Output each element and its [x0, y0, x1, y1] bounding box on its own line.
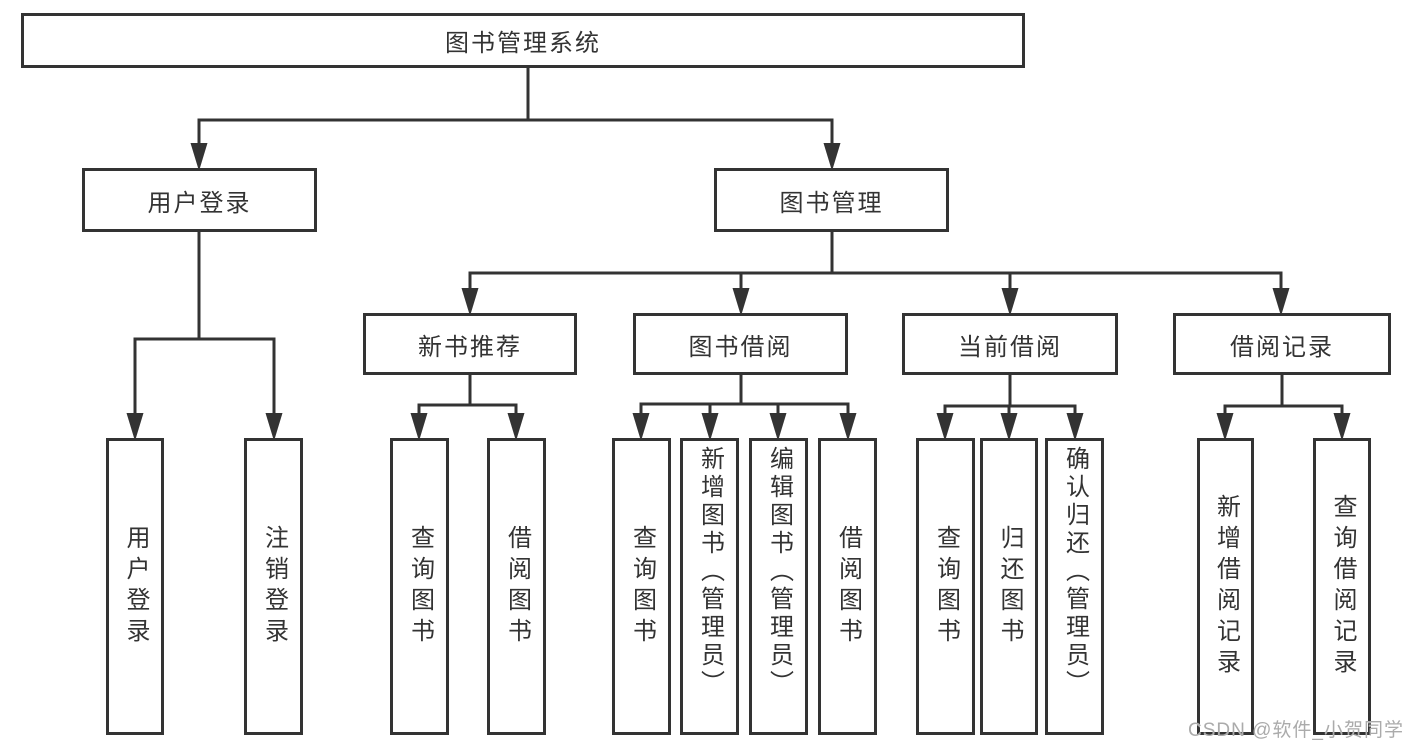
node-user-login: 用户登录 [82, 168, 317, 232]
leaf-edit-book-admin-label: 编辑图书（管理员） [765, 446, 793, 698]
leaf-add-borrow-record: 新增借阅记录 [1197, 438, 1254, 735]
leaf-query-books-recommend: 查询图书 [390, 438, 449, 735]
leaf-borrow-books-borrow-label: 借阅图书 [834, 524, 862, 649]
node-current-borrow-label: 当前借阅 [958, 333, 1062, 361]
node-new-book-recommend: 新书推荐 [363, 313, 577, 375]
leaf-borrow-books-recommend-label: 借阅图书 [503, 524, 531, 649]
node-borrow-records: 借阅记录 [1173, 313, 1391, 375]
leaf-borrow-books-recommend: 借阅图书 [487, 438, 546, 735]
leaf-add-borrow-record-label: 新增借阅记录 [1212, 493, 1240, 680]
node-book-borrow-label: 图书借阅 [688, 333, 793, 361]
leaf-return-book-label: 归还图书 [996, 524, 1023, 649]
node-root-system: 图书管理系统 [21, 13, 1025, 68]
leaf-confirm-return-admin-label: 确认归还（管理员） [1061, 446, 1089, 698]
node-book-management-label: 图书管理 [779, 189, 884, 217]
leaf-logout-label: 注销登录 [260, 524, 288, 649]
leaf-query-books-current-label: 查询图书 [932, 524, 960, 649]
leaf-user-login: 用户登录 [106, 438, 164, 735]
node-book-management: 图书管理 [714, 168, 949, 232]
leaf-add-book-admin: 新增图书（管理员） [680, 438, 739, 735]
leaf-edit-book-admin: 编辑图书（管理员） [749, 438, 808, 735]
leaf-query-borrow-record: 查询借阅记录 [1313, 438, 1371, 735]
leaf-query-borrow-record-label: 查询借阅记录 [1329, 493, 1356, 680]
node-root-system-label: 图书管理系统 [445, 30, 601, 57]
leaf-logout: 注销登录 [244, 438, 303, 735]
node-book-borrow: 图书借阅 [633, 313, 848, 375]
leaf-query-books-borrow-label: 查询图书 [628, 524, 656, 649]
leaf-add-book-admin-label: 新增图书（管理员） [696, 446, 724, 698]
leaf-query-books-recommend-label: 查询图书 [406, 524, 434, 649]
node-user-login-label: 用户登录 [147, 189, 252, 217]
leaf-borrow-books-borrow: 借阅图书 [818, 438, 877, 735]
leaf-query-books-current: 查询图书 [916, 438, 975, 735]
leaf-return-book: 归还图书 [980, 438, 1038, 735]
arrowheads [126, 143, 1351, 441]
leaf-confirm-return-admin: 确认归还（管理员） [1045, 438, 1104, 735]
node-new-book-recommend-label: 新书推荐 [418, 333, 522, 361]
leaf-query-books-borrow: 查询图书 [612, 438, 671, 735]
node-borrow-records-label: 借阅记录 [1230, 333, 1334, 361]
node-current-borrow: 当前借阅 [902, 313, 1118, 375]
csdn-watermark: CSDN @软件_小贺同学 [1188, 720, 1404, 741]
leaf-user-login-label: 用户登录 [122, 524, 149, 649]
